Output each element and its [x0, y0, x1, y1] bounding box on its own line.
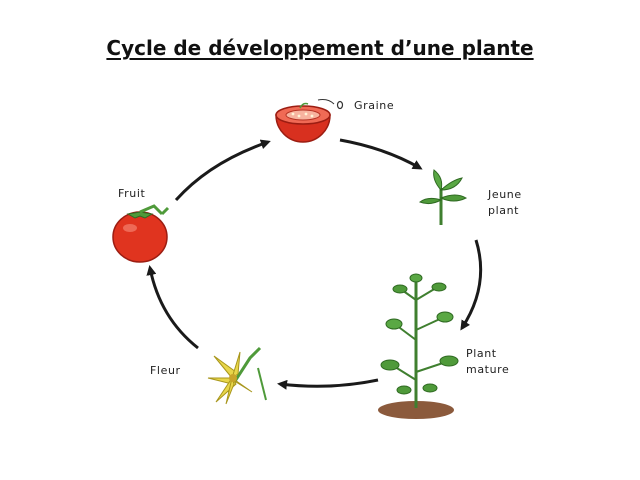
cut-tomato-illustration [275, 99, 335, 143]
label-young-plant-line1: Jeune [488, 188, 522, 201]
young-plant-illustration [418, 169, 468, 225]
diagram-title: Cycle de développement d’une plante [106, 36, 534, 60]
label-fruit: Fruit [118, 187, 146, 200]
label-mature-plant-line1: Plant [466, 347, 497, 360]
flower-illustration [207, 346, 267, 405]
arrow-seed-to-young-plant [339, 138, 423, 170]
label-young-plant-line2: plant [488, 204, 520, 217]
arrow-mature-plant-to-flower [277, 378, 379, 390]
seed-icon [336, 100, 344, 110]
label-mature-plant-line2: mature [466, 363, 510, 376]
arrow-young-to-mature-plant [460, 239, 483, 331]
arrow-flower-to-fruit [146, 265, 199, 350]
tomato-fruit-illustration [112, 204, 170, 263]
label-seed: Graine [354, 99, 395, 112]
arrow-fruit-to-seed [174, 139, 271, 202]
label-flower: Fleur [150, 364, 181, 377]
mature-plant-illustration [378, 273, 459, 419]
